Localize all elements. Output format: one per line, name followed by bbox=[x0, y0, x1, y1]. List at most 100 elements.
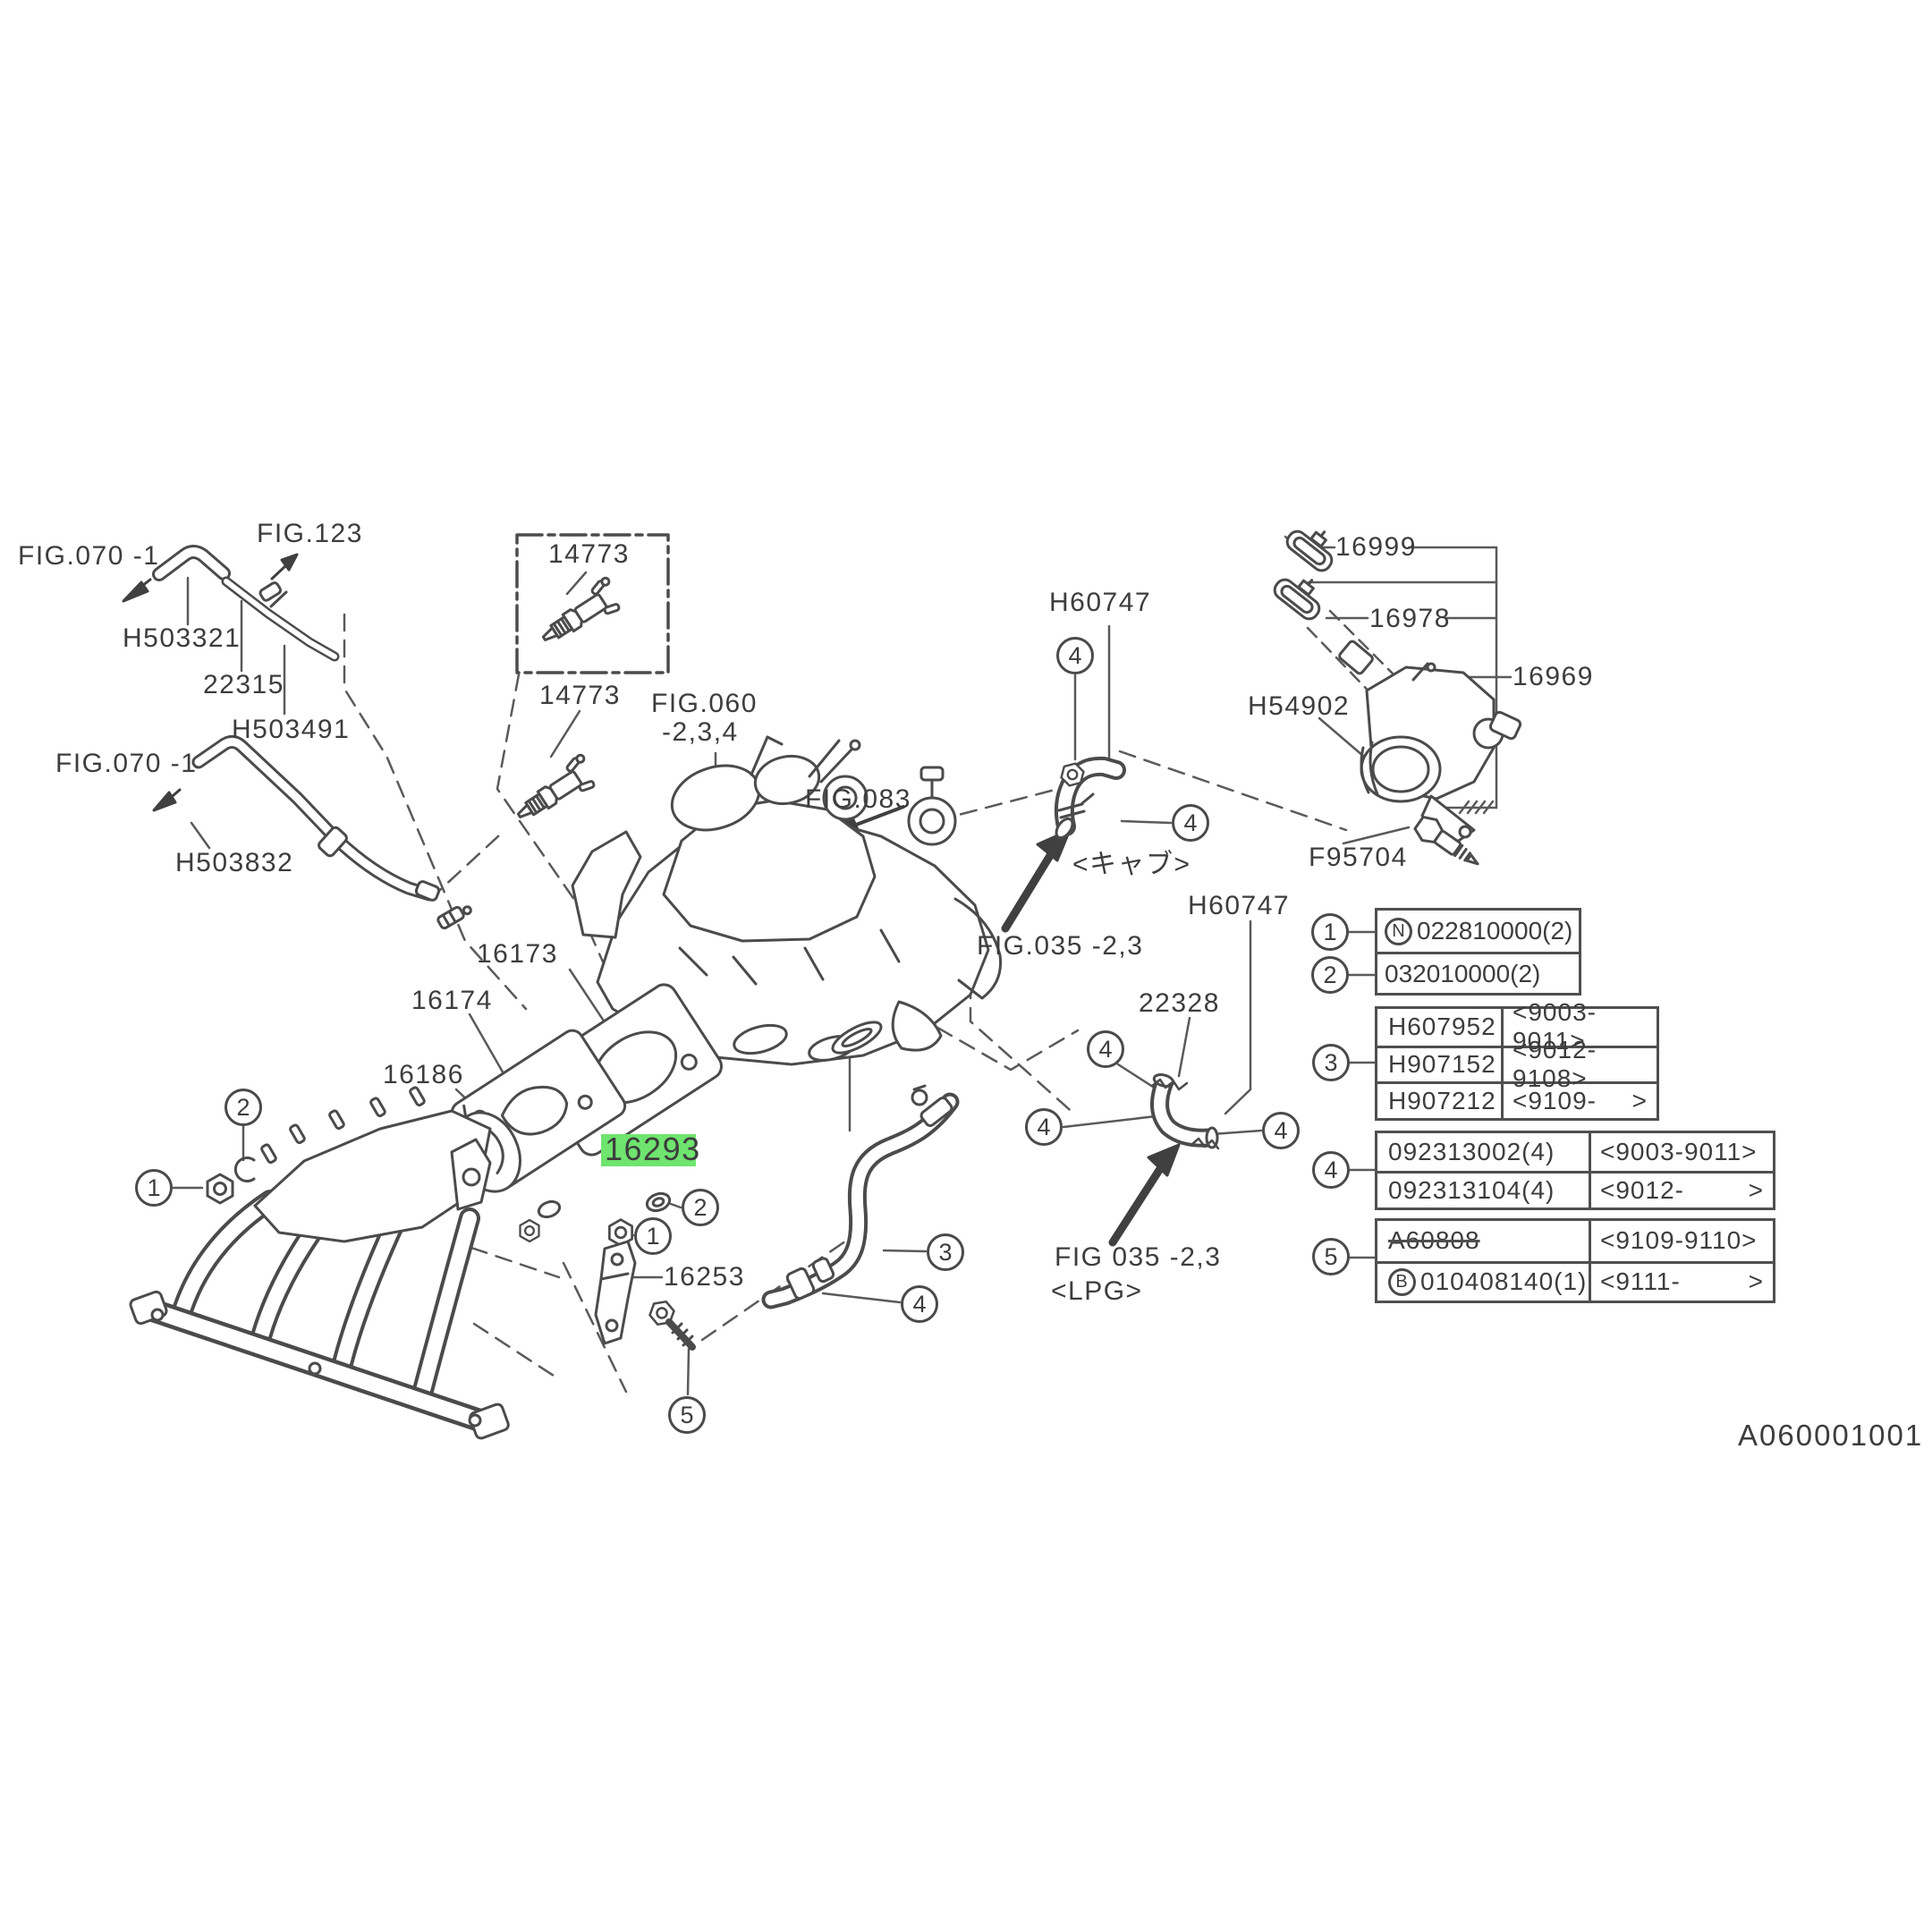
part-number: 092313002(4) bbox=[1388, 1137, 1555, 1165]
legend-row[interactable]: 092313002(4) <9003-9011> bbox=[1377, 1133, 1773, 1171]
detail-box-14773 bbox=[515, 533, 670, 674]
callout-2-center: 2 bbox=[682, 1189, 719, 1226]
part-label-16253[interactable]: 16253 bbox=[664, 1262, 745, 1292]
elbow-22328-drawing bbox=[1150, 1073, 1220, 1150]
intake-manifold-drawing bbox=[129, 1086, 562, 1440]
callout-1-center: 1 bbox=[634, 1217, 672, 1255]
fig-ref-070-1-bottom[interactable]: FIG.070 -1 bbox=[55, 749, 198, 778]
fig-ref-083[interactable]: FIG.083 bbox=[805, 784, 911, 814]
date-range: <9109-9110> bbox=[1600, 1226, 1758, 1255]
part-label-f95704[interactable]: F95704 bbox=[1309, 843, 1408, 872]
callout-4-22328-top: 4 bbox=[1087, 1030, 1124, 1068]
part-label-16186[interactable]: 16186 bbox=[383, 1060, 464, 1089]
part-number: 022810000(2) bbox=[1417, 917, 1573, 945]
legend-row[interactable]: H907152 <9012-9108> bbox=[1377, 1036, 1657, 1092]
flange-bolt-drawing bbox=[646, 1296, 696, 1351]
part-label-16174[interactable]: 16174 bbox=[411, 986, 493, 1015]
callout-4-22328-left: 4 bbox=[1025, 1108, 1063, 1146]
part-number: 032010000(2) bbox=[1385, 959, 1541, 987]
hose-callout3-drawing bbox=[761, 1084, 960, 1309]
callout-4-elbow-top: 4 bbox=[1056, 637, 1094, 674]
legend-callout-4: 4 bbox=[1312, 1151, 1350, 1189]
legend-callout-5: 5 bbox=[1312, 1238, 1350, 1275]
legend-box-3: H607952 <9003-9011> H907152 <9012-9108> … bbox=[1375, 998, 1659, 1121]
part-number: H907152 bbox=[1388, 1050, 1496, 1079]
leader-lines bbox=[172, 535, 1513, 1396]
legend-box-4: 092313002(4) <9003-9011> 092313104(4) <9… bbox=[1375, 1131, 1775, 1210]
manifold-studs bbox=[260, 1086, 426, 1165]
date-range: <9003-9011> bbox=[1600, 1137, 1758, 1165]
date-range: <9111- bbox=[1600, 1267, 1681, 1296]
date-range: <9003-9011> bbox=[1513, 998, 1597, 1055]
part-label-h503491[interactable]: H503491 bbox=[232, 715, 351, 744]
solenoid-14773-lower bbox=[507, 751, 602, 831]
callout-4-elbow-right: 4 bbox=[1172, 804, 1209, 842]
part-label-16978[interactable]: 16978 bbox=[1369, 604, 1451, 633]
date-range: <9012-9108> bbox=[1513, 1036, 1597, 1093]
legend-row[interactable]: 032010000(2) bbox=[1377, 952, 1579, 993]
legend-row[interactable]: H607952 <9003-9011> bbox=[1377, 998, 1657, 1055]
part-label-22315[interactable]: 22315 bbox=[203, 670, 284, 699]
date-range: <9012- bbox=[1600, 1175, 1684, 1204]
highlight-16293 bbox=[601, 1134, 696, 1166]
sensor-f95704-drawing bbox=[1413, 815, 1479, 866]
prefix-badge-B: B bbox=[1388, 1267, 1416, 1296]
callout-4-hose: 4 bbox=[901, 1285, 938, 1323]
part-label-h54902[interactable]: H54902 bbox=[1248, 691, 1351, 721]
part-number: 092313104(4) bbox=[1388, 1175, 1555, 1204]
part-label-h503832[interactable]: H503832 bbox=[175, 848, 294, 877]
part-label-22328[interactable]: 22328 bbox=[1139, 988, 1220, 1018]
legend-row[interactable]: A60808 <9109-9110> bbox=[1377, 1221, 1773, 1261]
callout-5-bolt: 5 bbox=[668, 1396, 706, 1434]
part-label-h503321[interactable]: H503321 bbox=[123, 623, 242, 653]
legend-row[interactable]: H907212 <9109-> bbox=[1377, 1081, 1657, 1118]
diagram-code: A060001001 bbox=[1738, 1419, 1924, 1452]
legend-row[interactable]: N 022810000(2) bbox=[1377, 911, 1579, 952]
callout-3-hose: 3 bbox=[927, 1233, 964, 1271]
part-label-16969[interactable]: 16969 bbox=[1513, 662, 1594, 691]
note-carb: <キャブ> bbox=[1072, 850, 1191, 879]
callout-4-22328-right: 4 bbox=[1262, 1112, 1300, 1149]
fig-ref-060-line1[interactable]: FIG.060 bbox=[651, 689, 758, 718]
callout-1-left: 1 bbox=[135, 1169, 173, 1207]
bracket-16253-drawing bbox=[594, 1240, 637, 1345]
elbow-h60747-carb-drawing bbox=[1054, 756, 1126, 840]
fig-ref-070-1-top[interactable]: FIG.070 -1 bbox=[18, 541, 160, 571]
part-number: 010408140(1) bbox=[1420, 1267, 1588, 1296]
part-label-h60747-lower[interactable]: H60747 bbox=[1188, 891, 1291, 920]
part-number: H907212 bbox=[1388, 1086, 1496, 1114]
plate-16293-drawing bbox=[831, 1021, 883, 1055]
part-label-16999[interactable]: 16999 bbox=[1335, 532, 1417, 562]
part-label-h60747-top[interactable]: H60747 bbox=[1049, 588, 1152, 617]
part-number-superseded: A60808 bbox=[1388, 1226, 1480, 1255]
prefix-badge-N: N bbox=[1385, 917, 1412, 945]
legend-callout-1: 1 bbox=[1311, 913, 1349, 951]
legend-box-1-2: N 022810000(2) 032010000(2) bbox=[1375, 908, 1581, 996]
legend-row[interactable]: 092313104(4) <9012-> bbox=[1377, 1170, 1773, 1208]
part-label-16293-highlighted[interactable]: 16293 bbox=[605, 1131, 701, 1167]
part-number: H607952 bbox=[1388, 1013, 1496, 1041]
hose-h503832-drawing bbox=[191, 734, 472, 930]
pipe-22315-drawing bbox=[221, 576, 340, 662]
fig-ref-035-carb[interactable]: FIG.035 -2,3 bbox=[977, 931, 1144, 961]
part-label-14773-boxed[interactable]: 14773 bbox=[548, 539, 630, 569]
part-label-16173[interactable]: 16173 bbox=[477, 939, 558, 969]
legend-callout-2: 2 bbox=[1311, 956, 1349, 994]
fig-ref-035-lpg[interactable]: FIG 035 -2,3 bbox=[1055, 1242, 1222, 1272]
carburetor-drawing bbox=[571, 735, 1003, 1079]
throttle-chamber-drawing bbox=[1269, 514, 1522, 866]
hose-h503321-drawing bbox=[152, 545, 231, 581]
fig-ref-123[interactable]: FIG.123 bbox=[257, 519, 363, 548]
fig-ref-060-line2[interactable]: -2,3,4 bbox=[662, 717, 739, 747]
solenoid-14773-boxed bbox=[532, 574, 627, 654]
nut-washer-left bbox=[206, 1157, 256, 1205]
callout-2-left: 2 bbox=[225, 1089, 262, 1126]
note-lpg: <LPG> bbox=[1051, 1276, 1143, 1306]
nut-washer-center bbox=[608, 1191, 672, 1247]
legend-callout-3: 3 bbox=[1312, 1044, 1350, 1081]
date-range: <9109- bbox=[1513, 1086, 1597, 1114]
part-label-14773-lower[interactable]: 14773 bbox=[539, 681, 621, 710]
